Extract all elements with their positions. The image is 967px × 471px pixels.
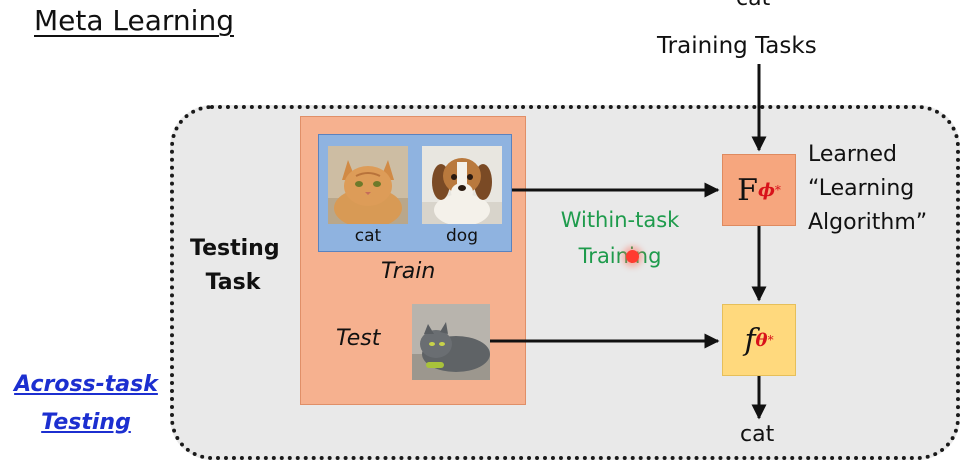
learned-line3: Algorithm” (808, 210, 928, 235)
cat-photo (328, 146, 408, 224)
cat-image-label: cat (354, 226, 382, 246)
across-task-line2: Testing (41, 410, 131, 435)
top-output-label: cat (736, 0, 770, 11)
testing-task-line2: Task (205, 270, 261, 295)
learned-line1: Learned (808, 142, 897, 167)
learned-function-superscript: * (767, 333, 774, 347)
test-cat-photo (412, 304, 490, 380)
within-task-line2: Training (578, 244, 662, 268)
page-title: Meta Learning (34, 4, 234, 37)
meta-learner-subscript: ϕ (757, 179, 775, 201)
testing-task-line1: Testing (190, 236, 280, 261)
learned-algorithm-label: Learned “Learning Algorithm” (808, 138, 927, 240)
meta-learner-superscript: * (774, 183, 781, 197)
learned-function-symbol: f (744, 322, 756, 358)
across-task-testing-link[interactable]: Across-task Testing (2, 366, 170, 442)
within-task-training-label: Within-task Training (540, 202, 700, 274)
within-task-line1: Within-task (560, 208, 680, 232)
learned-line2: “Learning (808, 176, 915, 201)
meta-learner-symbol: F (737, 172, 758, 208)
training-tasks-label: Training Tasks (657, 33, 817, 59)
train-label: Train (381, 259, 436, 284)
testing-task-label: Testing Task (190, 232, 280, 300)
bottom-output-label: cat (740, 422, 775, 447)
learned-function-subscript: θ (755, 329, 768, 351)
test-label: Test (336, 326, 381, 351)
across-task-line1: Across-task (14, 372, 158, 397)
dog-photo (422, 146, 502, 224)
laser-pointer-dot (626, 250, 639, 263)
dog-image-label: dog (446, 226, 478, 246)
